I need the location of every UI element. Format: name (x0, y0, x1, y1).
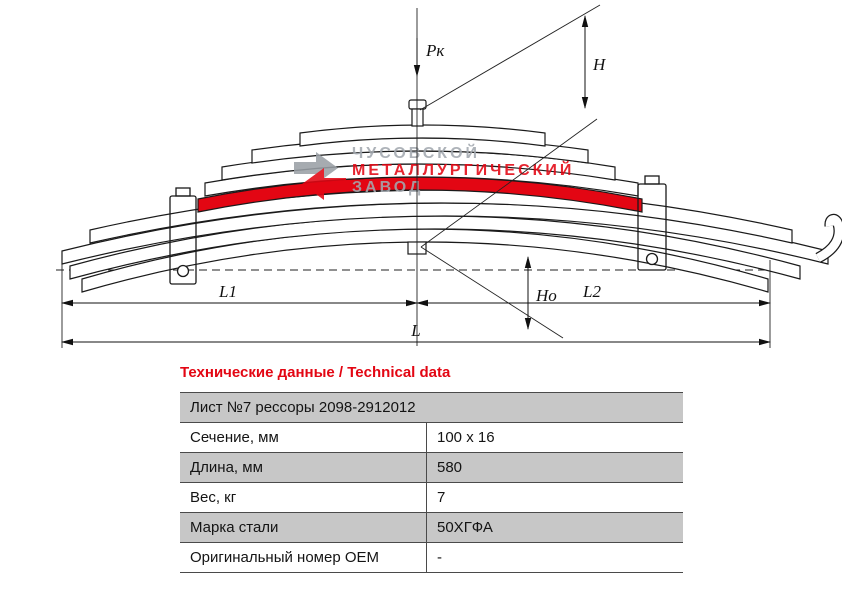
watermark-line-3: ЗАВОД (352, 179, 423, 196)
right-clamp-bolt (644, 175, 660, 185)
dim-h-label: H (592, 55, 607, 74)
leaf-spring-technical-drawing: ЧУСОВСКОЙ МЕТАЛЛУРГИЧЕСКИЙ ЗАВОД Pк H Hо… (56, 4, 842, 348)
row-label: Марка стали (180, 512, 427, 543)
logo-arrow-gray-icon (294, 152, 338, 184)
technical-data-table: Лист №7 рессоры 2098-2912012 Сечение, мм… (180, 392, 683, 573)
table-header-row: Лист №7 рессоры 2098-2912012 (180, 392, 683, 423)
row-label: Длина, мм (180, 452, 427, 483)
table-row: Оригинальный номер OEM - (180, 542, 683, 573)
row-label: Оригинальный номер OEM (180, 542, 427, 573)
spring-clamps (169, 175, 667, 285)
dim-l1-label: L1 (218, 282, 237, 301)
row-value: - (426, 542, 683, 573)
row-value: 7 (426, 482, 683, 513)
left-clamp-bolt (175, 187, 191, 197)
center-bolt (407, 99, 427, 255)
table-row: Сечение, мм 100 x 16 (180, 422, 683, 453)
diagonal-line-bottom (420, 246, 564, 339)
row-label: Сечение, мм (180, 422, 427, 453)
table-header-cell: Лист №7 рессоры 2098-2912012 (180, 392, 683, 423)
watermark-logo: ЧУСОВСКОЙ МЕТАЛЛУРГИЧЕСКИЙ ЗАВОД (294, 143, 574, 200)
dimension-lines (61, 15, 771, 346)
dim-l2-label: L2 (582, 282, 601, 301)
row-value: 50ХГФА (426, 512, 683, 543)
watermark-line-1: ЧУСОВСКОЙ (352, 143, 480, 162)
leaf-main-hook-inner (815, 215, 842, 262)
left-clamp-rivet (176, 264, 190, 278)
row-value: 580 (426, 452, 683, 483)
row-value: 100 x 16 (426, 422, 683, 453)
table-row: Марка стали 50ХГФА (180, 512, 683, 543)
center-bolt-stem (411, 108, 424, 127)
logo-arrow-red-icon (302, 168, 346, 200)
table-row: Вес, кг 7 (180, 482, 683, 513)
dim-l-label: L (410, 321, 420, 340)
technical-data-title: Технические данные / Technical data (180, 364, 451, 381)
dim-ho-label: Hо (535, 286, 557, 305)
diagonal-line-top (419, 4, 601, 111)
row-label: Вес, кг (180, 482, 427, 513)
force-label: Pк (425, 41, 445, 60)
diagonal-line-mid (420, 118, 598, 248)
table-row: Длина, мм 580 (180, 452, 683, 483)
right-clamp-rivet (645, 252, 659, 266)
leaf-1 (299, 124, 546, 147)
watermark-line-2: МЕТАЛЛУРГИЧЕСКИЙ (352, 160, 574, 179)
